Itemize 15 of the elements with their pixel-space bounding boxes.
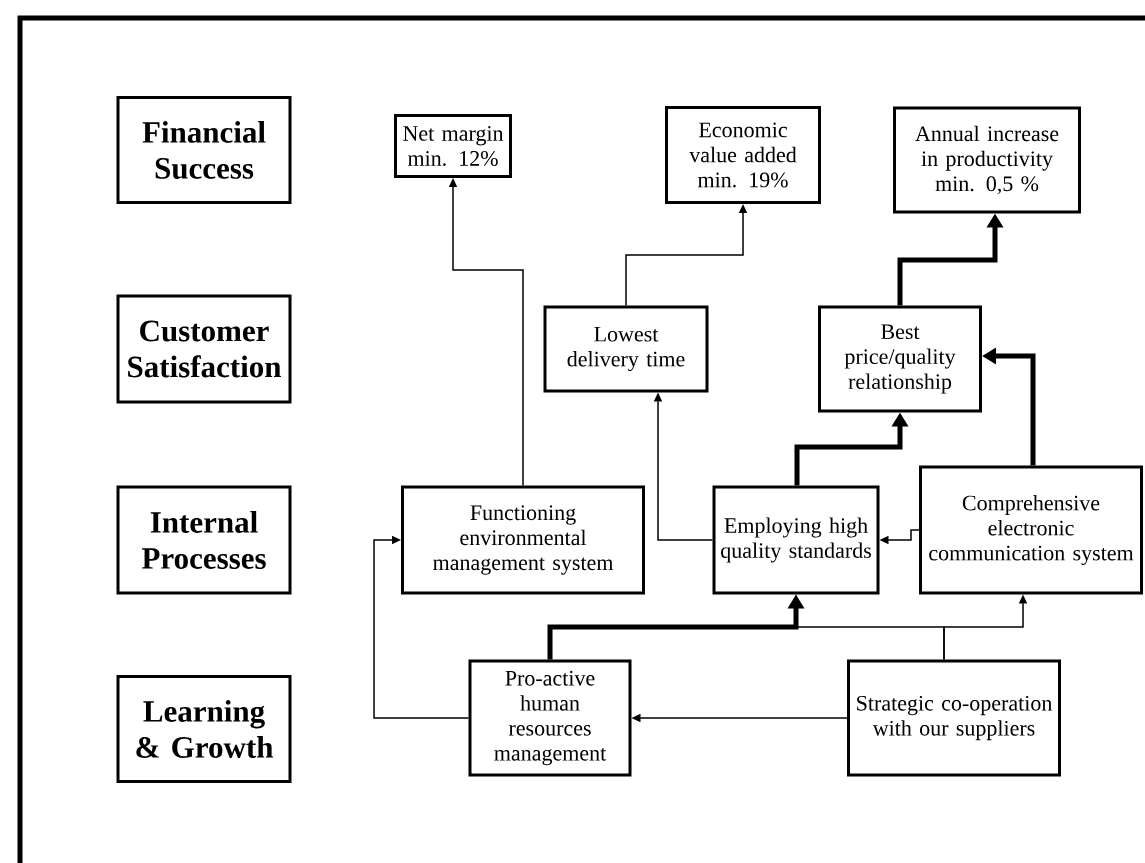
objective-box: Strategic co-operation with our suppliers [847, 659, 1061, 777]
objective-box: Best price/quality relationship [818, 305, 982, 413]
category-box: Customer Satisfaction [116, 294, 292, 404]
objective-box: Net margin min. 12% [394, 114, 512, 178]
category-box: Financial Success [116, 96, 292, 204]
objective-box: Functioning environmental management system [401, 485, 645, 595]
objective-box: Lowest delivery time [543, 305, 709, 393]
category-box: Internal Processes [116, 485, 292, 595]
objective-box: Pro-active human resources management [468, 659, 632, 777]
arrow [373, 535, 470, 719]
objective-box: Annual increase in productivity min. 0,5 % [893, 106, 1081, 214]
objective-box: Comprehensive electronic communication system [919, 465, 1143, 595]
objective-box: Employing high quality standards [712, 485, 880, 595]
objective-box: Economic value added min. 19% [665, 106, 821, 204]
category-box: Learning & Growth [116, 675, 292, 783]
